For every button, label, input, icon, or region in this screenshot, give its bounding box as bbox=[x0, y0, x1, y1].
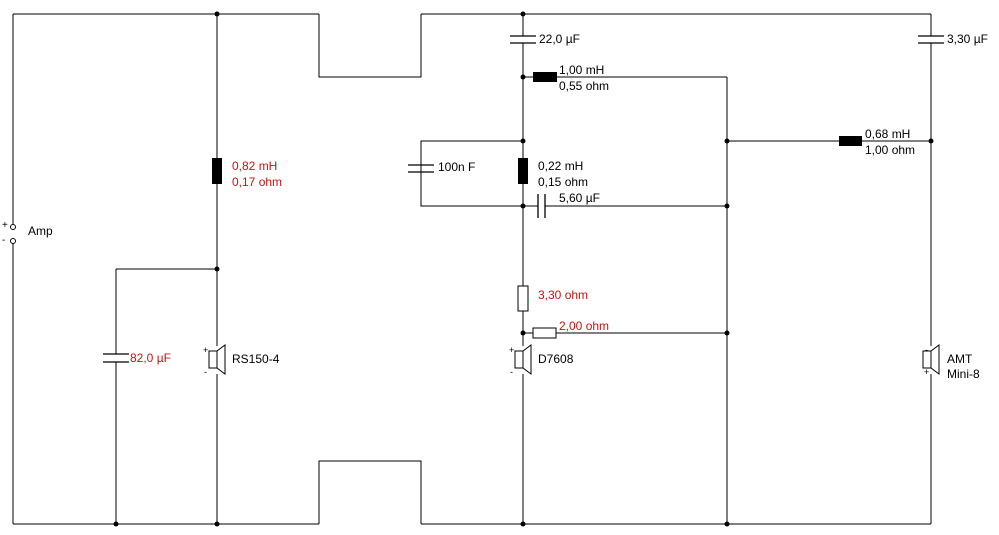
resistor-r1-symbol bbox=[517, 285, 529, 312]
capacitor-c1-symbol bbox=[103, 353, 129, 363]
capacitor-c1-value: 82,0 µF bbox=[130, 351, 171, 365]
speaker-amt-label-line2: Mini-8 bbox=[947, 367, 980, 381]
speaker-amt-symbol bbox=[922, 344, 940, 375]
speaker-d7608-label: D7608 bbox=[538, 352, 574, 366]
inductor-l1-inductance: 0,82 mH bbox=[232, 159, 278, 173]
speaker-amt-minus: - bbox=[925, 345, 928, 355]
capacitor-c4-value: 5,60 µF bbox=[559, 191, 600, 205]
inductor-l3-symbol bbox=[518, 158, 528, 184]
junction-dots bbox=[113, 11, 934, 527]
capacitor-c4-symbol bbox=[537, 194, 546, 218]
speaker-d7608-plus: + bbox=[509, 345, 515, 355]
amp-terminals bbox=[10, 224, 16, 244]
inductor-l2-resistance: 0,55 ohm bbox=[559, 79, 610, 93]
capacitor-c5-value: 3,30 µF bbox=[947, 32, 988, 46]
inductor-l1-resistance: 0,17 ohm bbox=[232, 175, 283, 189]
inductor-l4-inductance: 0,68 mH bbox=[865, 127, 911, 141]
capacitor-c3-symbol bbox=[408, 164, 434, 173]
resistor-r2-symbol bbox=[532, 327, 557, 339]
capacitor-c2-symbol bbox=[510, 35, 536, 44]
speaker-d7608-symbol bbox=[514, 344, 532, 375]
wires bbox=[12, 13, 932, 525]
inductor-l4-symbol bbox=[839, 136, 862, 146]
capacitor-c2-value: 22,0 µF bbox=[539, 32, 580, 46]
inductor-l2-symbol bbox=[533, 72, 557, 82]
speaker-amt-label-line1: AMT bbox=[947, 352, 973, 366]
resistor-r2-value: 2,00 ohm bbox=[559, 319, 610, 333]
speaker-rs150-symbol bbox=[208, 344, 226, 375]
amp-plus-sign: + bbox=[2, 220, 8, 231]
speaker-amt-plus: + bbox=[924, 367, 930, 377]
inductor-l3-resistance: 0,15 ohm bbox=[538, 175, 589, 189]
inductor-l3-inductance: 0,22 mH bbox=[538, 159, 584, 173]
speaker-rs150-label: RS150-4 bbox=[232, 352, 280, 366]
inductor-l2-inductance: 1,00 mH bbox=[559, 63, 605, 77]
speaker-symbols bbox=[208, 344, 940, 375]
amp-label: Amp bbox=[28, 224, 53, 238]
amp-minus-sign: - bbox=[2, 235, 6, 246]
speaker-rs150-plus: + bbox=[203, 345, 209, 355]
capacitor-c3-value: 100n F bbox=[438, 160, 476, 174]
inductor-l4-resistance: 1,00 ohm bbox=[865, 143, 916, 157]
resistor-r1-value: 3,30 ohm bbox=[538, 288, 589, 302]
speaker-d7608-minus: - bbox=[510, 367, 513, 377]
capacitor-symbols bbox=[103, 35, 944, 363]
inductor-l1-symbol bbox=[212, 158, 222, 184]
speaker-rs150-minus: - bbox=[204, 367, 207, 377]
capacitor-c5-symbol bbox=[918, 35, 944, 44]
